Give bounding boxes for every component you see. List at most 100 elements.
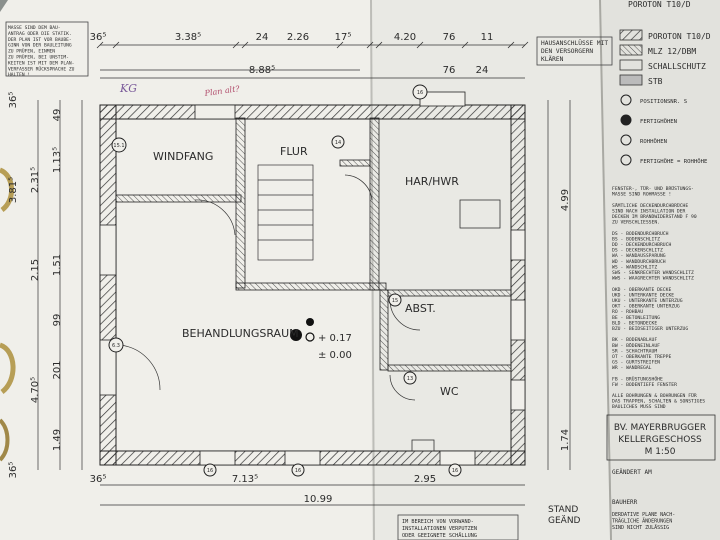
legend-note-line: ALLE BOHRUNGEN & BOHRUNGEN FÜR (612, 392, 697, 399)
legend-text-line: FENSTER-, TÜR- UND BRÜSTUNGS- (612, 185, 694, 192)
dimension-left: 3.81⁵ (8, 177, 19, 203)
note-line: HAUSANSCHLÜSSE MIT (541, 38, 608, 47)
legend-text-line: BK - BODENABLAUF (612, 337, 657, 343)
dimension-top: 76 (443, 65, 456, 76)
changed-label: GEÄNDERT AM (612, 469, 652, 476)
legend-symbol-label: FERTIGHÖHEN (640, 118, 677, 125)
position-number: 16 (452, 468, 458, 474)
note-line: ZU PRÜFEN, EINMEN (8, 48, 55, 55)
dimension-top: 17⁵ (335, 32, 352, 43)
dimension-top: 24 (256, 32, 269, 43)
legend-text-line: DD - DECKENDURCHBRUCH (612, 242, 671, 248)
position-number: 15.1 (113, 143, 124, 149)
client-label: BAUHERR (612, 499, 638, 506)
legend-text-line: UKU - UNTERKANTE UNTERZUG (612, 298, 683, 304)
dimension-top: 76 (443, 32, 456, 43)
legend-text-line: OKD - OBERKANTE DECKE (612, 287, 671, 293)
room-windfang: WINDFANG (153, 150, 213, 163)
dimension-right: 4.99 (560, 189, 571, 211)
legend-text-line: MASSE SIND ROHMASSE ! (612, 192, 671, 198)
stamp-line: TRÄGLICHE ÄNDERUNGEN (612, 518, 672, 525)
dimension-left: 4.70⁵ (30, 377, 41, 403)
paper-right-sheet (370, 0, 612, 540)
dimension-left: 2.31⁵ (30, 167, 41, 193)
legend-swatch (619, 29, 643, 41)
legend-text-line: BS - BODENSCHLITZ (612, 236, 660, 242)
legend-text-line: SWS - SENKRECHTER WANDSCHLITZ (612, 270, 694, 276)
dimension-top: 4.20 (394, 32, 416, 43)
dimension-top: 3.38⁵ (175, 32, 201, 43)
note-line: DER PLAN IST VOR BAUBE- (8, 37, 72, 43)
note-line: GINN VON DER BAULEITUNG (8, 43, 72, 49)
legend-text-line: WWS - WAAGRECHTER WANDSCHLITZ (612, 276, 694, 282)
legend-top-label: POROTON T10/D (628, 0, 691, 9)
note-line: ODER GEEIGNETE SCHÄLLUNG (402, 532, 477, 539)
level-marker-icon (290, 318, 315, 342)
legend-text-line: OKT - OBERKANTE UNTERZUG (612, 304, 680, 310)
note-top-left: MASSE SIND DEM BAU-ANTRAG ODER DIE STATI… (8, 25, 75, 78)
legend-text-line: FB - BRÜSTUNGSHÖHE (612, 375, 663, 382)
dimension-right: 1.74 (560, 429, 571, 451)
dimension-bottom: 2.95 (414, 474, 436, 485)
note-box (5, 21, 89, 77)
binder-ring-icon (0, 167, 16, 462)
legend-symbol-label: FERTIGHÖHE = ROHHÖHE (640, 158, 708, 165)
dimension-top: 8.88⁵ (249, 65, 275, 76)
legend-swatch (619, 59, 643, 71)
stand-line: GEÄND (548, 515, 581, 526)
position-marker (448, 463, 462, 477)
legend-text-line: FW - BODENTIEFE FENSTER (612, 382, 677, 388)
position-number: 6.3 (112, 343, 120, 349)
legend-text-line: WA - WANDAUSSPARUNG (612, 253, 666, 259)
legend-item: POROTON T10/D (648, 32, 711, 41)
legend-text-line: BE - BETONLEITUNG (612, 315, 660, 321)
dimension-left: 1.49 (52, 429, 63, 451)
dimension-left: 36⁵ (8, 92, 19, 109)
level-zero: ± 0.00 (318, 350, 352, 361)
legend-symbol-icon (620, 114, 632, 126)
legend-text-line: DECKEN IM BRANDWIDERSTAND F 90 (612, 214, 697, 220)
legend-text-line: SR - SCHACHTRAUM (612, 348, 657, 354)
room-behandlungsraum: BEHANDLUNGSRAUM (182, 327, 299, 340)
legend-text-line: BZU - BEIDSEITIGER UNTERZUG (612, 326, 688, 332)
legend-text-line: BLD - BETONDECKE (612, 320, 657, 326)
windows (99, 91, 526, 466)
room-abst: ABST. (405, 302, 436, 315)
note-line: KEITEN IST MIT DEM PLAN- (8, 60, 74, 66)
dimension-left: 49 (52, 109, 63, 122)
level-plus: + 0.17 (318, 333, 352, 344)
project-title: KELLERGESCHOSS (618, 435, 702, 445)
stair (119, 164, 421, 401)
legend-symbol-icon (620, 94, 632, 106)
stamp-line: DERDATIVE PLANE NACH- (612, 512, 675, 518)
legend-text-line: GS - GURTSTREIFEN (612, 360, 660, 366)
legend-swatch (619, 74, 643, 86)
note-line: KLÄREN (541, 54, 564, 63)
dimension-left: 99 (52, 314, 63, 327)
position-marker (111, 137, 127, 153)
note-line: DEN VERSORGERN (541, 48, 593, 55)
haus-note-box (536, 36, 613, 66)
legend-text-line: DS - BODENDURCHBRUCH (612, 231, 669, 237)
dimension-left: 1.51 (52, 254, 63, 276)
dimension-top: 2.26 (287, 32, 309, 43)
note-line: HALTEN ! (8, 72, 30, 78)
stamp-line: SIND NICHT ZULÄSSIG (612, 524, 669, 531)
dimension-left: 201 (52, 360, 63, 379)
note-line: MASSE SIND DEM BAU- (8, 25, 61, 31)
dimension-bottom: 7.13⁵ (232, 474, 258, 485)
note-line: INSTALLATIONEN VERPUTZEN (402, 526, 477, 532)
dimension-lines (37, 44, 571, 506)
position-number: 16 (207, 468, 213, 474)
legend-symbol-icon (620, 134, 632, 146)
position-marker (291, 463, 305, 477)
legend-sheet (600, 0, 720, 540)
legend-text-line: WD - WANDDURCHBRUCH (612, 259, 666, 265)
position-marker (108, 337, 124, 353)
dimension-left: 36⁵ (8, 462, 19, 479)
legend-text-line: RO - ROHBAU (612, 309, 643, 315)
